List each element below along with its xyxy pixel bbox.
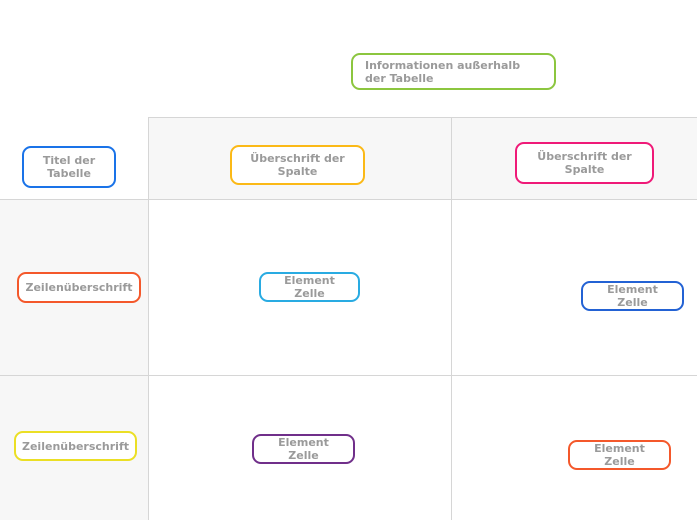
grid-line-header-top: [148, 117, 697, 118]
grid-line-column-1: [148, 117, 149, 520]
callout-table-title[interactable]: Titel der Tabelle: [22, 146, 116, 188]
grid-line-row-divider: [0, 375, 697, 376]
callout-element-cell-2[interactable]: Element Zelle: [581, 281, 684, 311]
callout-column-header-1[interactable]: Überschrift der Spalte: [230, 145, 365, 185]
callout-column-header-2[interactable]: Überschrift der Spalte: [515, 142, 654, 184]
grid-line-header-bottom: [0, 199, 697, 200]
callout-element-cell-4[interactable]: Element Zelle: [568, 440, 671, 470]
callout-element-cell-1[interactable]: Element Zelle: [259, 272, 360, 302]
callout-row-header-1[interactable]: Zeilenüberschrift: [17, 272, 141, 303]
grid-line-column-2: [451, 117, 452, 520]
callout-element-cell-3[interactable]: Element Zelle: [252, 434, 355, 464]
row-header-band: [0, 199, 148, 520]
callout-row-header-2[interactable]: Zeilenüberschrift: [14, 431, 137, 461]
callout-outside-info[interactable]: Informationen außerhalb der Tabelle: [351, 53, 556, 90]
